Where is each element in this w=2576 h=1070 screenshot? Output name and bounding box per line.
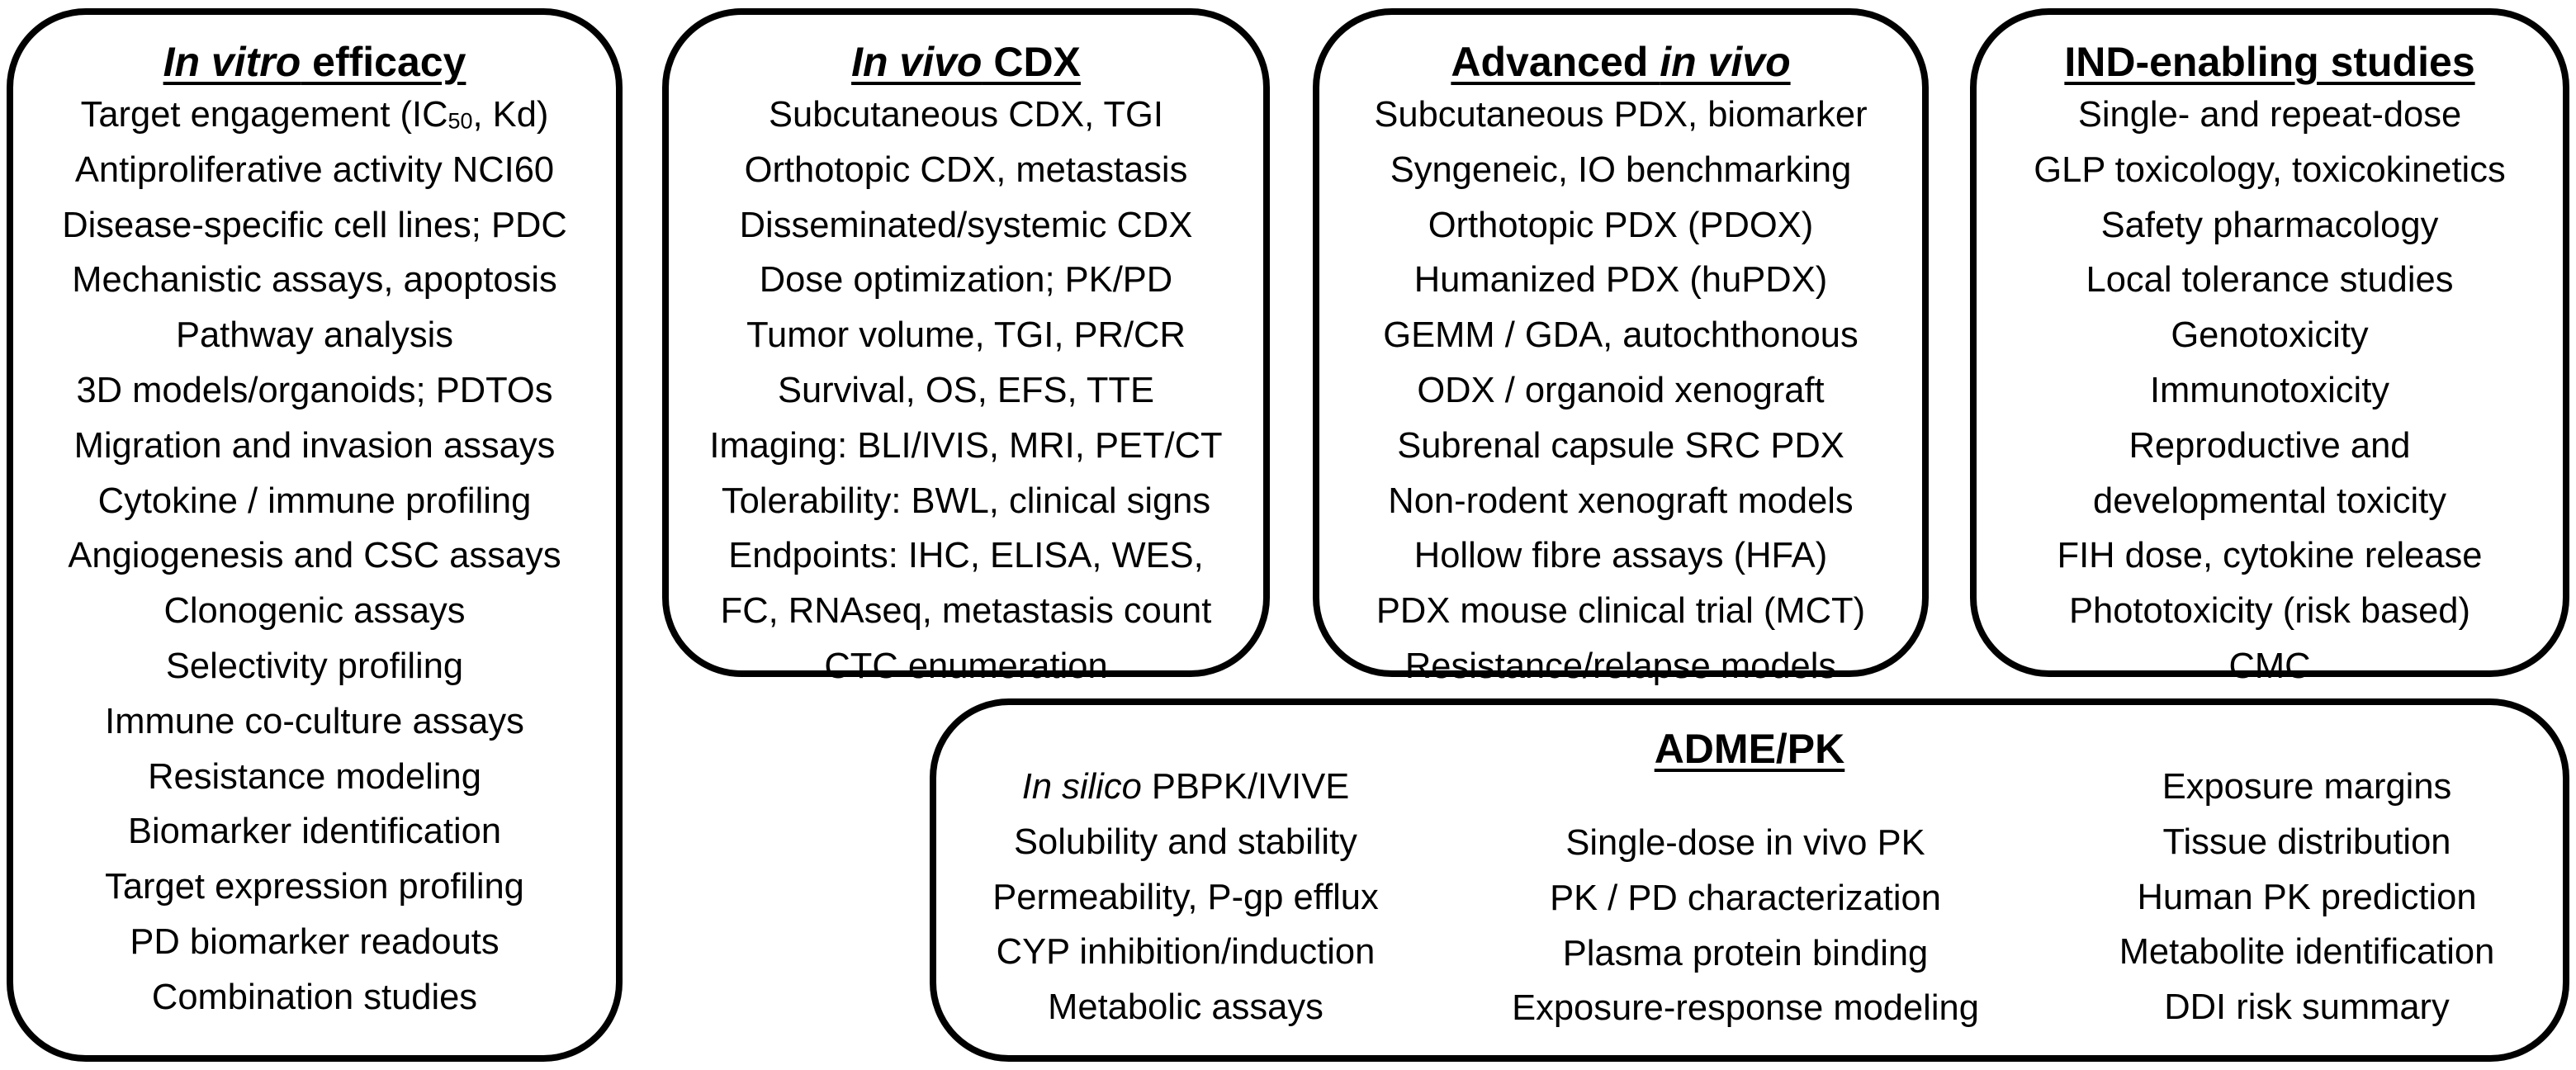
- panel-in-vivo-cdx: In vivo CDX Subcutaneous CDX, TGI Orthot…: [662, 8, 1270, 686]
- panel-title-advanced-in-vivo: Advanced in vivo: [1451, 39, 1791, 85]
- list-item: GEMM / GDA, autochthonous: [1383, 315, 1859, 356]
- panel-adme-pk: ADME/PK In silico PBPK/IVIVE Solubility …: [930, 698, 2569, 1062]
- list-item: Dose optimization; PK/PD: [759, 260, 1173, 301]
- list-item: Resistance/relapse models: [1404, 646, 1837, 686]
- list-item: Phototoxicity (risk based): [2069, 591, 2470, 632]
- list-item: Migration and invasion assays: [73, 425, 556, 466]
- list-item: Single-dose in vivo PK: [1565, 823, 1925, 863]
- list-item: Hollow fibre assays (HFA): [1413, 536, 1828, 576]
- panel-in-vitro-efficacy: In vitro efficacy Target engagement (IC5…: [7, 8, 623, 1062]
- list-item: Permeability, P-gp efflux: [992, 877, 1379, 917]
- list-item: Disease-specific cell lines; PDC: [62, 205, 567, 245]
- list-item: Reproductive and: [2129, 425, 2411, 466]
- list-item: Exposure margins: [2162, 767, 2452, 807]
- list-item: Human PK prediction: [2137, 877, 2477, 917]
- list-item: Single- and repeat-dose: [2077, 95, 2462, 135]
- list-item: Imaging: BLI/IVIS, MRI, PET/CT: [709, 425, 1223, 466]
- list-item: GLP toxicology, toxicokinetics: [2034, 149, 2506, 190]
- list-item: Syngeneic, IO benchmarking: [1390, 149, 1852, 190]
- list-in-vivo-cdx: Subcutaneous CDX, TGI Orthotopic CDX, me…: [709, 88, 1222, 694]
- panel-title-adme-pk: ADME/PK: [1654, 726, 1845, 772]
- panel-title-in-vitro-efficacy: In vitro efficacy: [163, 39, 466, 85]
- list-item: Plasma protein binding: [1562, 933, 1929, 973]
- list-item: Metabolite identification: [2119, 932, 2495, 973]
- list-item: Survival, OS, EFS, TTE: [777, 370, 1155, 410]
- list-item: Target expression profiling: [105, 867, 524, 907]
- adme-column-3: Exposure margins Tissue distribution Hum…: [2059, 760, 2555, 1035]
- list-item: Orthotopic CDX, metastasis: [744, 149, 1188, 190]
- list-item: Humanized PDX (huPDX): [1413, 260, 1828, 301]
- list-item: Tolerability: BWL, clinical signs: [721, 481, 1211, 521]
- list-item: Antiproliferative activity NCI60: [74, 149, 555, 190]
- list-item: Resistance modeling: [148, 756, 481, 797]
- list-item: Selectivity profiling: [165, 646, 464, 686]
- list-item: Mechanistic assays, apoptosis: [72, 260, 557, 301]
- panel-title-ind-enabling: IND-enabling studies: [2064, 39, 2475, 85]
- list-item: CTC enumeration: [824, 646, 1108, 686]
- list-item: Pathway analysis: [175, 315, 454, 356]
- list-ind-enabling: Single- and repeat-dose GLP toxicology, …: [2034, 88, 2505, 694]
- panel-ind-enabling-studies: IND-enabling studies Single- and repeat-…: [1970, 8, 2569, 686]
- list-item: ODX / organoid xenograft: [1417, 370, 1825, 410]
- list-in-vitro: Target engagement (IC50, Kd) Antiprolife…: [62, 88, 567, 1025]
- list-item: Subcutaneous PDX, biomarker: [1374, 95, 1868, 135]
- list-item: Immune co-culture assays: [105, 701, 524, 741]
- list-item: Exposure-response modeling: [1512, 988, 1979, 1029]
- panel-title-in-vivo-cdx: In vivo CDX: [851, 39, 1081, 85]
- list-item: PK / PD characterization: [1550, 878, 1941, 918]
- list-item: Tissue distribution: [2162, 821, 2451, 862]
- list-item: FIH dose, cytokine release: [2057, 536, 2483, 576]
- list-item: Cytokine / immune profiling: [97, 481, 532, 521]
- list-item: Safety pharmacology: [2100, 205, 2439, 245]
- list-item: CMC: [2228, 646, 2311, 686]
- list-advanced-in-vivo: Subcutaneous PDX, biomarker Syngeneic, I…: [1374, 88, 1867, 694]
- list-item: Solubility and stability: [1014, 821, 1357, 862]
- list-item: Clonogenic assays: [163, 591, 466, 632]
- list-item: Combination studies: [151, 977, 478, 1017]
- list-item: Non-rodent xenograft models: [1388, 481, 1854, 521]
- list-item: Biomarker identification: [127, 812, 502, 852]
- list-item: Angiogenesis and CSC assays: [68, 536, 561, 576]
- list-item: developmental toxicity: [2093, 481, 2446, 521]
- list-item: PDX mouse clinical trial (MCT): [1376, 591, 1866, 632]
- adme-column-2: Single-dose in vivo PK PK / PD character…: [1440, 816, 2051, 1036]
- adme-column-1: In silico PBPK/IVIVE Solubility and stab…: [954, 760, 1417, 1035]
- list-item: Immunotoxicity: [2149, 370, 2390, 410]
- list-item: FC, RNAseq, metastasis count: [720, 591, 1212, 632]
- list-item: Subcutaneous CDX, TGI: [769, 95, 1163, 135]
- list-item: DDI risk summary: [2164, 987, 2450, 1028]
- list-item: Disseminated/systemic CDX: [739, 205, 1193, 245]
- list-item: Tumor volume, TGI, PR/CR: [746, 315, 1186, 356]
- list-item: Orthotopic PDX (PDOX): [1428, 205, 1814, 245]
- list-item: Endpoints: IHC, ELISA, WES,: [728, 536, 1204, 576]
- list-item: Metabolic assays: [1048, 987, 1324, 1028]
- list-item: In silico PBPK/IVIVE: [1021, 767, 1350, 807]
- list-item: 3D models/organoids; PDTOs: [76, 370, 553, 410]
- list-item: PD biomarker readouts: [130, 921, 500, 962]
- list-item: Subrenal capsule SRC PDX: [1397, 425, 1844, 466]
- list-item: Genotoxicity: [2171, 315, 2369, 356]
- adme-columns: In silico PBPK/IVIVE Solubility and stab…: [936, 705, 2563, 1055]
- list-item: CYP inhibition/induction: [996, 932, 1376, 973]
- panel-advanced-in-vivo: Advanced in vivo Subcutaneous PDX, bioma…: [1313, 8, 1929, 686]
- list-item: Local tolerance studies: [2086, 260, 2454, 301]
- list-item: Target engagement (IC50, Kd): [80, 95, 549, 135]
